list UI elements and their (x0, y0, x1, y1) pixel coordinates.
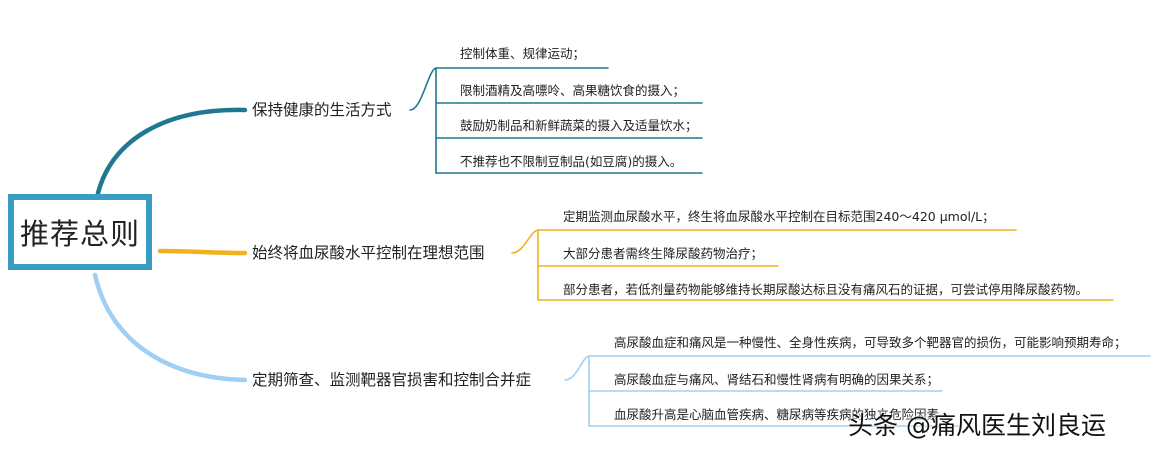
leaf-1-3: 鼓励奶制品和新鲜蔬菜的摄入及适量饮水； (460, 118, 698, 133)
watermark: 头条 @痛风医生刘良运 (848, 411, 1106, 440)
leaf-1-2: 限制酒精及高嘌呤、高果糖饮食的摄入； (460, 83, 686, 98)
branch-line-uric-acid-control (157, 248, 248, 256)
leaf-3-3: 血尿酸升高是心脑血管疾病、糖尿病等疾病的独立危险因素 (614, 407, 940, 422)
branch-line-lifestyle (95, 107, 248, 196)
leaf-1-1: 控制体重、规律运动； (460, 46, 586, 61)
leaf-3-1: 高尿酸血症和痛风是一种慢性、全身性疾病，可导致多个靶器官的损伤，可能影响预期寿命… (614, 335, 1127, 350)
branch-lifestyle: 保持健康的生活方式 (252, 101, 392, 119)
leaf-2-3: 部分患者，若低剂量药物能够维持长期尿酸达标且没有痛风石的证据，可尝试停用降尿酸药… (563, 282, 1089, 297)
leaf-1-4: 不推荐也不限制豆制品(如豆腐)的摄入。 (460, 154, 683, 169)
root-node: 推荐总则 (8, 194, 152, 270)
leaf-2-2: 大部分患者需终生降尿酸药物治疗； (563, 246, 764, 261)
leaf-3-2: 高尿酸血症与痛风、肾结石和慢性肾病有明确的因果关系； (614, 372, 940, 387)
branch-uric-acid-control: 始终将血尿酸水平控制在理想范围 (252, 244, 485, 262)
leaf-2-1: 定期监测血尿酸水平，终生将血尿酸水平控制在目标范围240～420 μmol/L； (563, 209, 995, 224)
branch-line-screening (92, 272, 248, 383)
root-label: 推荐总则 (19, 217, 140, 251)
branch-screening: 定期筛查、监测靶器官损害和控制合并症 (252, 371, 532, 389)
